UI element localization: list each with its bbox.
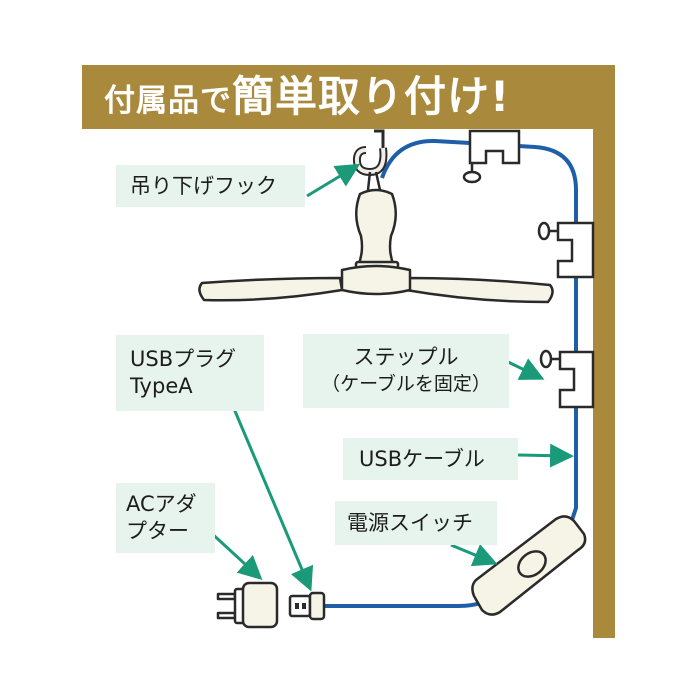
arrow-power-switch xyxy=(450,543,498,567)
label-staple: ステップル （ケーブルを固定） xyxy=(303,334,509,408)
banner-title: 付属品で簡単取り付け! xyxy=(104,73,510,130)
ac-adapter xyxy=(216,581,279,629)
title-part2: 簡単取り付け! xyxy=(232,72,511,121)
label-hook: 吊り下げフック xyxy=(116,165,305,207)
title-part1: 付属品で xyxy=(104,83,232,119)
label-ac-adapter-line2: プター xyxy=(126,519,189,543)
label-hook-text: 吊り下げフック xyxy=(130,174,277,198)
title-banner: 付属品で簡単取り付け! xyxy=(82,65,615,129)
hanging-hook xyxy=(352,129,388,191)
staple-middle-upper xyxy=(537,221,595,279)
ceiling-fan xyxy=(198,188,554,304)
label-usb-plug-line2: TypeA xyxy=(130,374,193,398)
label-usb-plug: USBプラグ TypeA xyxy=(116,335,264,411)
power-switch xyxy=(471,515,587,616)
label-usb-cable: USBケーブル xyxy=(343,438,518,480)
label-usb-cable-text: USBケーブル xyxy=(359,447,485,471)
label-usb-plug-line1: USBプラグ xyxy=(130,347,237,371)
arrow-ac-adapter xyxy=(206,528,263,581)
wall xyxy=(593,129,615,638)
arrow-usb-cable xyxy=(517,443,574,468)
label-power-switch: 電源スイッチ xyxy=(335,501,497,545)
usb-plug xyxy=(288,591,326,621)
arrow-usb-plug xyxy=(219,377,314,592)
staple-top xyxy=(462,129,521,184)
label-power-switch-text: 電源スイッチ xyxy=(347,511,473,535)
label-staple-line1: ステップル xyxy=(353,345,459,369)
staple-middle-lower xyxy=(539,349,595,409)
arrow-hook xyxy=(306,163,361,198)
label-staple-line2: （ケーブルを固定） xyxy=(321,373,491,395)
label-ac-adapter: ACアダ プター xyxy=(116,483,215,553)
label-ac-adapter-line1: ACアダ xyxy=(126,492,197,516)
